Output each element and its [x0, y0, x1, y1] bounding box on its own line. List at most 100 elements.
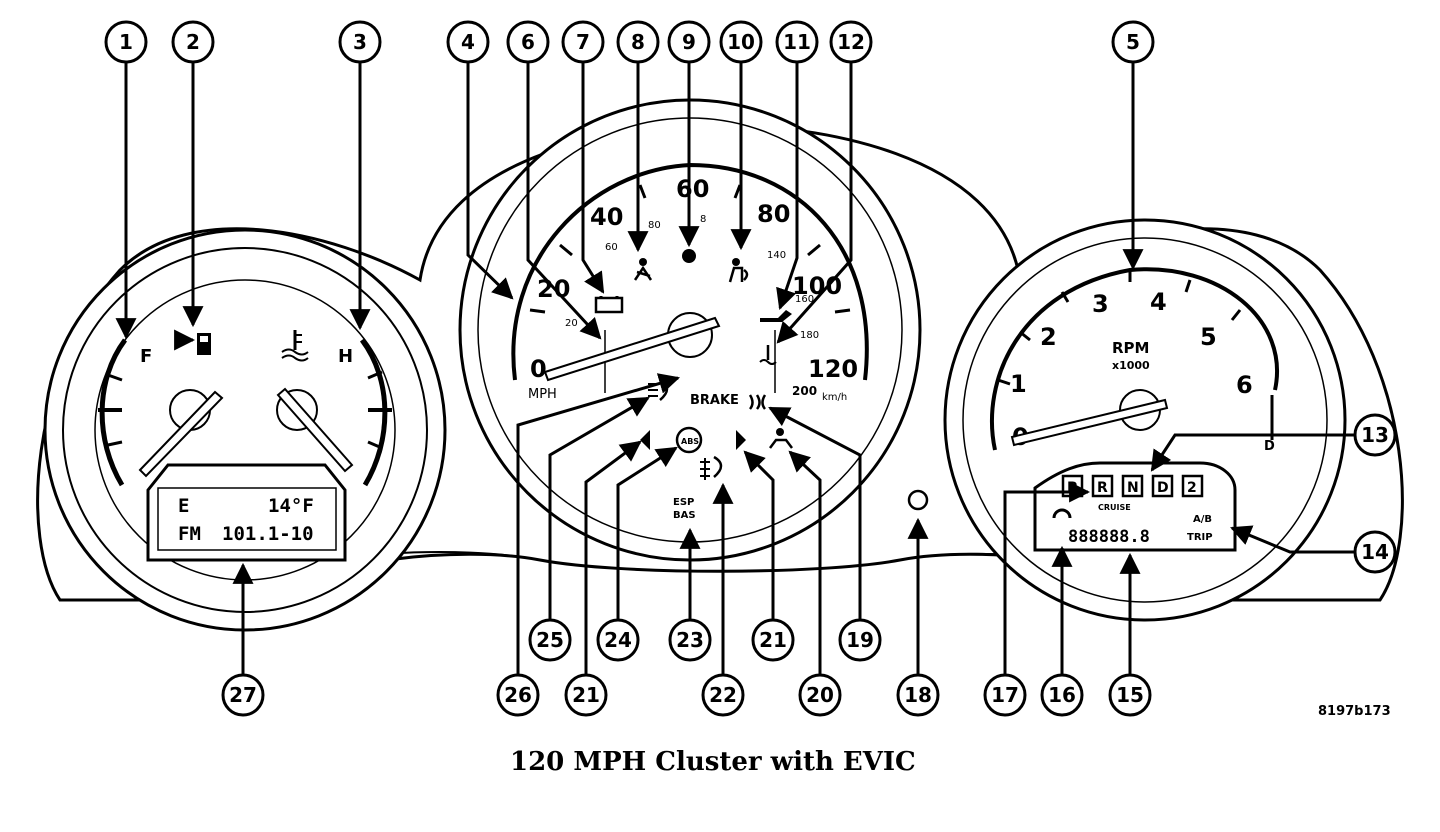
callout-16-label: 16	[1048, 683, 1076, 707]
unit-kmh: km/h	[822, 392, 847, 403]
unit-mph: MPH	[528, 387, 557, 402]
callout-6-label: 6	[521, 30, 535, 54]
callout-23-label: 23	[676, 628, 704, 652]
callout-9: 9	[667, 20, 711, 64]
temp-hot-label: H	[338, 346, 353, 367]
speedometer-pod: 0 20 40 60 80 100 120 20 60 80 8 140 160…	[458, 98, 922, 562]
tach-label-4: 4	[1150, 288, 1167, 316]
callout-3-label: 3	[353, 30, 367, 54]
callout-8: 8	[616, 20, 660, 64]
fuel-pump-icon	[174, 329, 211, 355]
esp-icon	[769, 428, 793, 449]
fuel-full-label: F	[140, 346, 152, 367]
brake-label: BRAKE	[690, 393, 739, 408]
callout-20-label: 20	[806, 683, 834, 707]
callout-18: 18	[896, 673, 940, 717]
callout-13: 13	[1353, 413, 1397, 457]
callout-4-label: 4	[461, 30, 475, 54]
speed-label-60: 60	[676, 175, 709, 203]
callout-14-label: 14	[1361, 540, 1389, 564]
speed-coolant-icon	[759, 345, 777, 365]
callout-4: 4	[446, 20, 490, 64]
esp-label: ESP	[673, 497, 694, 508]
prndl-2: 2	[1187, 480, 1197, 496]
callout-15: 15	[1108, 673, 1152, 717]
callout-6: 6	[506, 20, 550, 64]
prndl-d: D	[1157, 480, 1169, 496]
prndl-r: R	[1097, 480, 1108, 496]
speed-label-100: 100	[792, 272, 842, 300]
callout-16: 16	[1040, 673, 1084, 717]
coolant-temp-icon	[281, 330, 309, 362]
tach-title: RPM	[1112, 339, 1149, 357]
callout-21-left: 21	[564, 673, 608, 717]
callout-24: 24	[596, 618, 640, 662]
cruise-icon	[1052, 508, 1072, 519]
kmh-label-140: 140	[767, 250, 786, 261]
figure-id: 8197b173	[1318, 704, 1391, 719]
oil-pressure-icon	[760, 310, 792, 322]
trip-reset-button[interactable]	[907, 489, 929, 511]
callout-23: 23	[668, 618, 712, 662]
prndl-p: P	[1067, 480, 1077, 496]
kmh-label-80: 80	[648, 220, 661, 231]
callout-20: 20	[798, 673, 842, 717]
callout-11-label: 11	[783, 30, 811, 54]
kmh-label-60: 60	[605, 242, 618, 253]
kmh-end-label: 200	[792, 384, 817, 398]
kmh-label-160: 160	[795, 294, 814, 305]
callout-15-label: 15	[1116, 683, 1144, 707]
callout-5-label: 5	[1126, 30, 1140, 54]
bas-label: BAS	[673, 510, 696, 521]
callout-25-label: 25	[536, 628, 564, 652]
battery-icon	[594, 296, 624, 314]
callout-5: 5	[1111, 20, 1155, 64]
callout-13-label: 13	[1361, 423, 1389, 447]
callout-19-label: 19	[846, 628, 874, 652]
callout-19: 19	[838, 618, 882, 662]
callout-22-label: 22	[709, 683, 737, 707]
traction-control-icon	[748, 394, 767, 410]
callout-leaders	[115, 62, 1355, 675]
abs-label: ABS	[681, 437, 699, 446]
callout-2-label: 2	[186, 30, 200, 54]
callout-26-label: 26	[504, 683, 532, 707]
callout-18-label: 18	[904, 683, 932, 707]
callout-2: 2	[171, 20, 215, 64]
callout-25: 25	[528, 618, 572, 662]
tachometer-pod: 0 1 2 3 4 5 6 RPM x1000 D P R N D 2 CRUI…	[943, 218, 1347, 622]
tach-label-6: 6	[1236, 371, 1253, 399]
callout-17-label: 17	[991, 683, 1019, 707]
airbag-icon	[728, 258, 749, 283]
prndl-n: N	[1127, 480, 1139, 496]
speed-label-120: 120	[808, 355, 858, 383]
callout-17: 17	[983, 673, 1027, 717]
callout-12: 12	[829, 20, 873, 64]
callout-11: 11	[775, 20, 819, 64]
speed-label-80: 80	[757, 200, 790, 228]
odometer-value: 888888.8	[1068, 527, 1150, 547]
speedometer-needle	[543, 316, 721, 382]
callout-27: 27	[221, 673, 265, 717]
tach-subtitle: x1000	[1112, 359, 1150, 372]
evic-line1-left: E	[178, 495, 189, 517]
evic-line2-left: FM	[178, 523, 201, 545]
callout-7-label: 7	[576, 30, 590, 54]
callout-7: 7	[561, 20, 605, 64]
callout-21-right: 21	[751, 618, 795, 662]
fuel-needle	[138, 390, 224, 478]
callout-9-label: 9	[682, 30, 696, 54]
callout-1: 1	[104, 20, 148, 64]
cruise-label: CRUISE	[1098, 503, 1131, 512]
left-gauge-pod: F H E 14°F FM 101.1-10	[43, 228, 447, 632]
callout-21-right-label: 21	[759, 628, 787, 652]
tach-label-2: 2	[1040, 323, 1057, 351]
callout-1-label: 1	[119, 30, 133, 54]
callout-22: 22	[701, 673, 745, 717]
seatbelt-icon	[633, 258, 653, 281]
callout-26: 26	[496, 673, 540, 717]
temp-needle	[276, 387, 354, 473]
trip-sub-label: A/B	[1193, 514, 1212, 525]
callout-8-label: 8	[631, 30, 645, 54]
